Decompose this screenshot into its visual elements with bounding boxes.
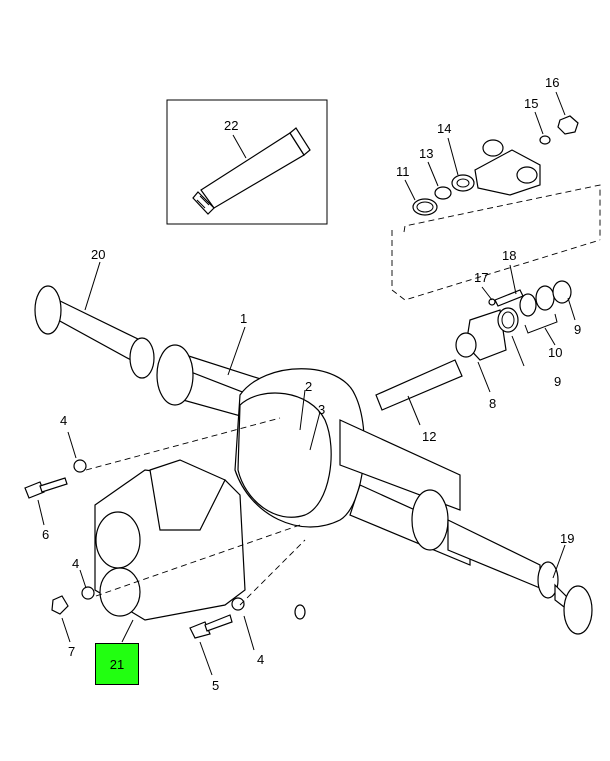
differential-carrier: [24, 417, 306, 676]
sealant-tube-inset: [166, 99, 328, 225]
callout-20: 20: [91, 247, 105, 262]
callout-9-lower: 9: [554, 374, 561, 389]
callout-10: 10: [548, 345, 562, 360]
callout-18: 18: [502, 248, 516, 263]
callout-12: 12: [422, 429, 436, 444]
callout-16: 16: [545, 75, 559, 90]
callout-13: 13: [419, 146, 433, 161]
callout-2: 2: [305, 379, 312, 394]
callout-7: 7: [68, 644, 75, 659]
callout-17: 17: [474, 270, 488, 285]
pinion-gear-parts: [375, 264, 576, 426]
callout-1: 1: [240, 311, 247, 326]
callout-21-highlight[interactable]: 21: [95, 643, 139, 685]
callout-3: 3: [318, 402, 325, 417]
callout-21: 21: [109, 656, 125, 672]
callout-4-top: 4: [60, 413, 67, 428]
callout-9-upper: 9: [574, 322, 581, 337]
callout-4-right: 4: [257, 652, 264, 667]
callout-15: 15: [524, 96, 538, 111]
callout-11: 11: [396, 164, 410, 179]
callout-4-left: 4: [72, 556, 79, 571]
callout-19: 19: [560, 531, 574, 546]
callout-5: 5: [212, 678, 219, 693]
callout-8: 8: [489, 396, 496, 411]
callout-14: 14: [437, 121, 451, 136]
callout-6: 6: [42, 527, 49, 542]
axle-housing: [34, 261, 593, 635]
pinion-yoke-assembly: [391, 91, 601, 301]
callout-22: 22: [224, 118, 238, 133]
